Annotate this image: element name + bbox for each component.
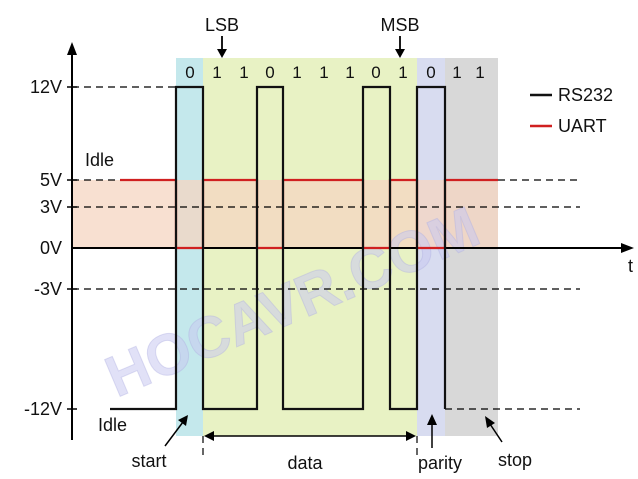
level-0v-label: 0V <box>40 238 62 258</box>
data-span-right-head <box>406 431 416 441</box>
level-m12v-label: -12V <box>24 399 62 419</box>
lsb-label: LSB <box>205 15 239 35</box>
bit-label-10: 1 <box>452 63 461 82</box>
level-12v-label: 12V <box>30 77 62 97</box>
time-axis-label: t <box>628 256 633 276</box>
parity-pointer-head <box>427 414 437 425</box>
y-ticks <box>67 86 77 410</box>
y-axis-arrow <box>67 42 77 55</box>
bit-label-7: 0 <box>371 63 380 82</box>
idle-uart-label: Idle <box>85 150 114 170</box>
bit-label-8: 1 <box>398 63 407 82</box>
data-span-left-head <box>204 431 214 441</box>
start-pointer <box>164 421 184 447</box>
bit-label-6: 1 <box>345 63 354 82</box>
data-label: data <box>287 453 323 473</box>
level-m3v-label: -3V <box>34 279 62 299</box>
legend-uart-label: UART <box>558 116 607 136</box>
start-pointer-head <box>178 415 188 426</box>
legend-rs232-label: RS232 <box>558 85 613 105</box>
msb-arrow-head <box>395 49 405 58</box>
start-label: start <box>131 451 166 471</box>
uart-waveform <box>120 178 498 250</box>
bit-label-4: 1 <box>292 63 301 82</box>
bit-label-2: 1 <box>239 63 248 82</box>
idle-rs232-label: Idle <box>98 415 127 435</box>
uart-band <box>72 180 498 248</box>
level-3v-label: 3V <box>40 197 62 217</box>
level-5v-label: 5V <box>40 170 62 190</box>
bit-label-1: 1 <box>212 63 221 82</box>
bit-label-5: 1 <box>319 63 328 82</box>
bit-label-0: 0 <box>185 63 194 82</box>
lsb-arrow-head <box>217 49 227 58</box>
msb-label: MSB <box>380 15 419 35</box>
rs232-waveform <box>110 85 447 411</box>
stop-pointer-head <box>485 416 495 428</box>
parity-label: parity <box>418 453 462 473</box>
stop-label: stop <box>498 450 532 470</box>
stop-pointer <box>489 423 503 443</box>
bit-label-11: 1 <box>475 63 484 82</box>
bit-label-3: 0 <box>265 63 274 82</box>
x-axis-arrow <box>621 243 634 253</box>
bit-label-9: 0 <box>426 63 435 82</box>
